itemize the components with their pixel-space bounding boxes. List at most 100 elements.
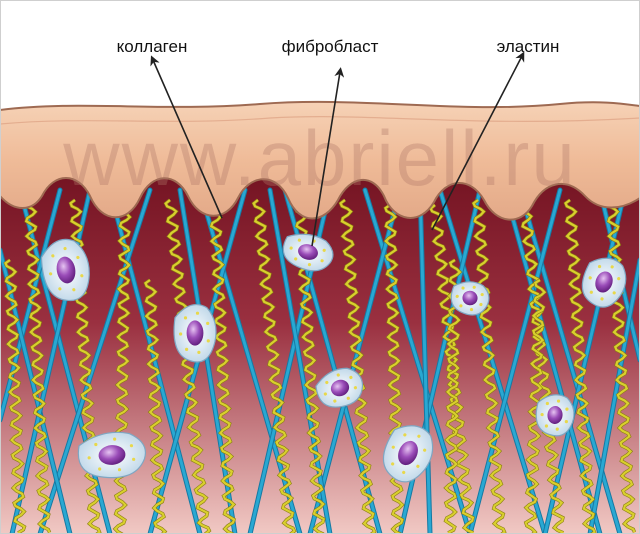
fibroblast-cell bbox=[535, 394, 575, 437]
cell-granule bbox=[544, 424, 549, 428]
fibroblast-cell bbox=[173, 303, 217, 363]
cell-granule bbox=[307, 263, 312, 267]
fibers-layer bbox=[0, 187, 640, 534]
label-collagen: коллаген bbox=[117, 37, 188, 56]
elastin-fiber-highlight bbox=[472, 199, 506, 534]
cell-granule bbox=[197, 350, 201, 354]
fibroblast-cell bbox=[382, 425, 434, 483]
cell-granule bbox=[98, 467, 102, 471]
collagen-fiber-highlight bbox=[588, 258, 640, 534]
cell-granule bbox=[612, 291, 616, 295]
elastin-fiber-highlight bbox=[113, 204, 132, 534]
cell-granule bbox=[417, 434, 421, 438]
cell-granule bbox=[94, 442, 98, 447]
elastin-fiber-highlight bbox=[164, 199, 211, 534]
cell-granule bbox=[51, 254, 55, 258]
collagen-fiber-highlight bbox=[543, 188, 627, 534]
elastin-fiber-highlight bbox=[384, 204, 404, 534]
elastin-fiber-highlight bbox=[24, 199, 51, 533]
cell-granule bbox=[564, 420, 568, 424]
cell-nucleus bbox=[595, 271, 613, 293]
cell-granule bbox=[333, 399, 337, 403]
cell-granule bbox=[556, 399, 561, 403]
cell-granule bbox=[113, 437, 117, 441]
cell-granule bbox=[479, 302, 483, 307]
elastin-fiber-highlight bbox=[606, 199, 636, 533]
cell-granule bbox=[322, 248, 326, 252]
cell-granule bbox=[480, 292, 484, 297]
cell-granule bbox=[391, 445, 395, 449]
cell-nucleus bbox=[398, 440, 418, 466]
fibroblast-pointer-arrow bbox=[311, 67, 345, 247]
label-fibroblast: фибробласт bbox=[282, 37, 379, 56]
collagen-pointer-arrow bbox=[150, 55, 223, 219]
cell-granule bbox=[336, 373, 340, 377]
cell-granule bbox=[540, 412, 544, 417]
cell-granule bbox=[289, 246, 293, 250]
cell-granule bbox=[297, 238, 301, 242]
cell-granule bbox=[80, 274, 84, 278]
cell-granule bbox=[459, 304, 463, 308]
elastin-fiber-highlight bbox=[564, 199, 596, 534]
elastin-fiber-highlight bbox=[209, 204, 236, 534]
cell-granule bbox=[469, 307, 474, 312]
cell-granule bbox=[132, 457, 136, 461]
elastin-fiber-highlight bbox=[524, 279, 547, 534]
fibroblast-cell bbox=[40, 238, 90, 302]
cell-granule bbox=[472, 285, 476, 289]
cell-granule bbox=[565, 407, 569, 411]
cell-granule bbox=[195, 311, 200, 315]
collagen-fiber-highlight bbox=[0, 188, 62, 422]
collagen-fiber-highlight bbox=[268, 188, 332, 534]
collagen-fiber-highlight bbox=[518, 188, 622, 534]
cell-granule bbox=[179, 332, 183, 336]
cell-nucleus bbox=[56, 256, 76, 284]
collagen-fiber-highlight bbox=[418, 188, 432, 534]
cell-granule bbox=[423, 448, 427, 452]
elastin-fiber-highlight bbox=[429, 204, 475, 534]
cell-granule bbox=[72, 288, 76, 292]
fibroblast-cell bbox=[581, 257, 627, 308]
collagen-fiber-highlight bbox=[0, 248, 72, 534]
elastin-fiber-highlight bbox=[339, 199, 376, 534]
elastin-fiber-highlight bbox=[144, 279, 167, 534]
collagen-fiber-highlight bbox=[468, 188, 562, 534]
cell-granule bbox=[555, 427, 559, 431]
epidermis-surface-line bbox=[0, 116, 640, 125]
cell-granule bbox=[545, 401, 549, 406]
cell-granule bbox=[349, 375, 353, 380]
label-elastin: эластин bbox=[497, 37, 560, 56]
cell-granule bbox=[294, 257, 298, 261]
cell-granule bbox=[117, 468, 122, 472]
cell-granule bbox=[58, 287, 62, 291]
cell-granule bbox=[323, 392, 327, 396]
fibroblast-cell bbox=[77, 431, 147, 479]
cell-nucleus bbox=[330, 379, 350, 397]
cell-granule bbox=[617, 277, 621, 281]
cell-granule bbox=[391, 462, 395, 466]
elastin-fiber-highlight bbox=[252, 199, 296, 534]
cell-granule bbox=[49, 272, 53, 276]
cell-granule bbox=[320, 259, 324, 263]
cell-granule bbox=[455, 294, 459, 298]
cell-nucleus bbox=[462, 290, 478, 306]
cell-nucleus bbox=[186, 320, 204, 346]
cell-granule bbox=[588, 276, 592, 280]
cell-granule bbox=[403, 433, 407, 437]
cell-granule bbox=[610, 265, 614, 269]
cell-nucleus bbox=[547, 406, 563, 424]
cell-nucleus bbox=[298, 244, 318, 260]
cell-granule bbox=[346, 396, 350, 400]
fibroblast-cell bbox=[315, 367, 364, 408]
cell-granule bbox=[76, 255, 80, 260]
cell-granule bbox=[461, 286, 465, 290]
fibroblast-cell bbox=[450, 281, 490, 316]
cell-granule bbox=[353, 386, 358, 390]
cell-granule bbox=[325, 380, 329, 385]
cell-granule bbox=[206, 339, 210, 343]
epidermis-layer bbox=[0, 100, 640, 221]
cell-granule bbox=[87, 456, 91, 460]
cell-granule bbox=[206, 321, 210, 325]
cell-granule bbox=[600, 297, 604, 301]
